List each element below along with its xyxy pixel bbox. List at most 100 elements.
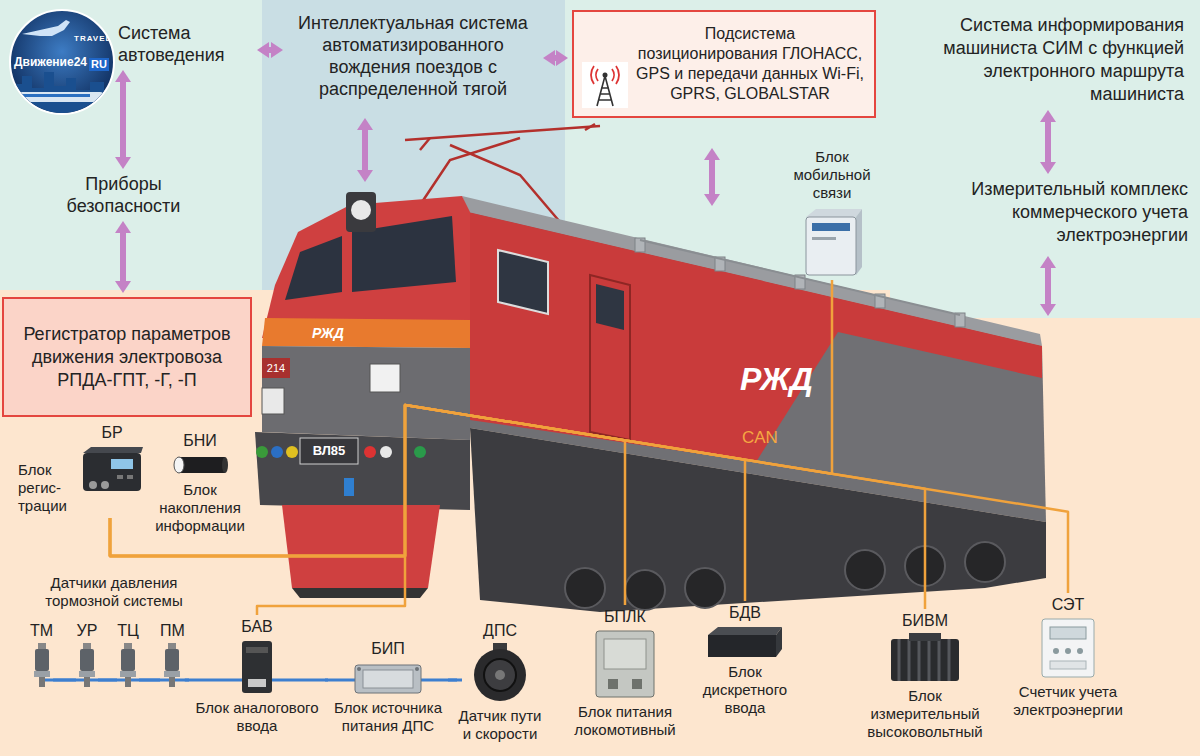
sensor-wire bbox=[185, 679, 189, 682]
meter-icon bbox=[1050, 627, 1086, 639]
locomotive bbox=[351, 200, 371, 220]
power-unit-icon bbox=[632, 679, 642, 689]
link-arrow bbox=[362, 130, 368, 170]
pressure-sensor-icon bbox=[79, 671, 95, 677]
input-unit-icon bbox=[242, 641, 272, 693]
double-arrow bbox=[1045, 122, 1051, 162]
device-name: Блок дискретного ввода bbox=[695, 663, 795, 717]
label-anchor: CAN bbox=[742, 428, 778, 448]
bus-name: CAN bbox=[742, 428, 778, 448]
pressure-sensor-icon bbox=[169, 677, 175, 687]
signal-lamp bbox=[286, 446, 298, 458]
node-text: Система информирования машиниста СИМ с ф… bbox=[910, 14, 1184, 106]
logo-badge bbox=[20, 94, 90, 97]
pressure-sensor-icon bbox=[120, 671, 136, 677]
measuring-unit-icon bbox=[891, 639, 959, 681]
device-code: БИВМ bbox=[862, 612, 988, 630]
locomotive bbox=[590, 275, 630, 440]
watermark-text: Движение24 bbox=[14, 55, 87, 69]
sensor-box: ТМ bbox=[30, 622, 53, 689]
loco-number: 214 bbox=[262, 361, 290, 375]
node-text: Блок мобильной связи bbox=[784, 148, 880, 202]
device-name: Блок аналогового ввода bbox=[189, 699, 325, 735]
measuring-unit-icon bbox=[889, 633, 961, 683]
link-arrow bbox=[1045, 268, 1051, 304]
locomotive bbox=[262, 358, 290, 378]
power-unit-icon bbox=[353, 661, 423, 695]
recorder-icon bbox=[101, 481, 109, 489]
double-arrow bbox=[269, 47, 271, 53]
watermark-text: TRAVEL bbox=[74, 34, 111, 44]
node-text: Подсистема позиционирования ГЛОНАСС, GPS… bbox=[634, 24, 866, 104]
storage-icon bbox=[171, 453, 229, 477]
meter-icon bbox=[1042, 619, 1094, 677]
group-heading: Датчики давления тормозной системы bbox=[28, 574, 200, 610]
power-unit-icon bbox=[355, 665, 421, 693]
wheel bbox=[565, 542, 1005, 610]
power-unit-icon bbox=[596, 631, 654, 697]
input-unit-icon bbox=[706, 625, 784, 659]
link-arrow bbox=[365, 130, 1048, 304]
link-arrow bbox=[709, 160, 715, 194]
locomotive bbox=[370, 364, 400, 392]
wheel bbox=[845, 550, 885, 590]
device-code: СЭТ bbox=[1012, 596, 1124, 614]
device-box: ДПС Датчик пути и скорости bbox=[457, 622, 543, 743]
label-anchor: РЖД bbox=[740, 360, 813, 398]
device-name: Блок источника питания ДПС bbox=[328, 699, 448, 735]
signal-lamp bbox=[256, 446, 268, 458]
locomotive bbox=[285, 236, 342, 300]
device-code: БНИ bbox=[150, 432, 250, 450]
sensor-wire bbox=[448, 679, 457, 682]
meter-icon bbox=[1065, 648, 1071, 654]
locomotive bbox=[344, 478, 354, 496]
storage-icon bbox=[179, 457, 225, 473]
bus-wire bbox=[110, 405, 925, 609]
label-anchor: 214 bbox=[262, 361, 290, 375]
device-box: БДВ Блок дискретного ввода bbox=[695, 604, 795, 717]
signal-lamp bbox=[380, 446, 392, 458]
locomotive bbox=[262, 388, 284, 414]
antenna-icon bbox=[582, 62, 628, 108]
device-box: БИП Блок источника питания ДПС bbox=[328, 640, 448, 735]
sensor-wire bbox=[139, 679, 160, 682]
device-box: БПЛК Блок питания локомотивный bbox=[570, 608, 680, 739]
recorder-icon bbox=[83, 447, 143, 453]
pressure-sensor-icon bbox=[84, 677, 90, 687]
double-arrow bbox=[120, 233, 126, 281]
measuring-unit-icon bbox=[909, 633, 941, 641]
bus-wire bbox=[110, 405, 745, 601]
power-unit-icon bbox=[604, 639, 646, 669]
speed-sensor-icon bbox=[495, 670, 505, 680]
double-arrow bbox=[555, 55, 556, 61]
signal-lamp bbox=[271, 446, 283, 458]
locomotive bbox=[282, 505, 440, 588]
device-code: ДПС bbox=[457, 622, 543, 640]
label-anchor: ВЛ85 bbox=[300, 443, 358, 459]
sensor-box: ТЦ bbox=[117, 622, 139, 689]
sensor-code: УР bbox=[76, 622, 98, 640]
sensor-code: ТЦ bbox=[117, 622, 139, 640]
label-anchor: TRAVEL bbox=[74, 34, 111, 44]
roof-insulator bbox=[635, 238, 965, 327]
node-text: Приборы безопасности bbox=[56, 173, 191, 217]
pressure-sensor-icon bbox=[31, 643, 53, 689]
pressure-sensor-icon bbox=[117, 643, 139, 689]
pressure-sensor-icon bbox=[80, 649, 94, 671]
input-unit-icon bbox=[708, 635, 776, 657]
locomotive bbox=[255, 432, 470, 510]
sensor-box: УР bbox=[76, 622, 98, 689]
watermark-text: RU bbox=[89, 58, 109, 71]
locomotive bbox=[262, 346, 470, 440]
node-text: Система автоведения bbox=[118, 22, 253, 66]
power-unit-icon bbox=[363, 670, 413, 688]
logo-badge bbox=[10, 72, 104, 114]
label-anchor: Движение24 bbox=[14, 55, 87, 69]
device-code: БДВ bbox=[695, 604, 795, 622]
storage-icon bbox=[222, 457, 228, 473]
sensor-wire bbox=[325, 679, 328, 682]
highlight-box: Подсистема позиционирования ГЛОНАСС, GPS… bbox=[572, 10, 876, 118]
recorder-icon bbox=[117, 475, 123, 479]
